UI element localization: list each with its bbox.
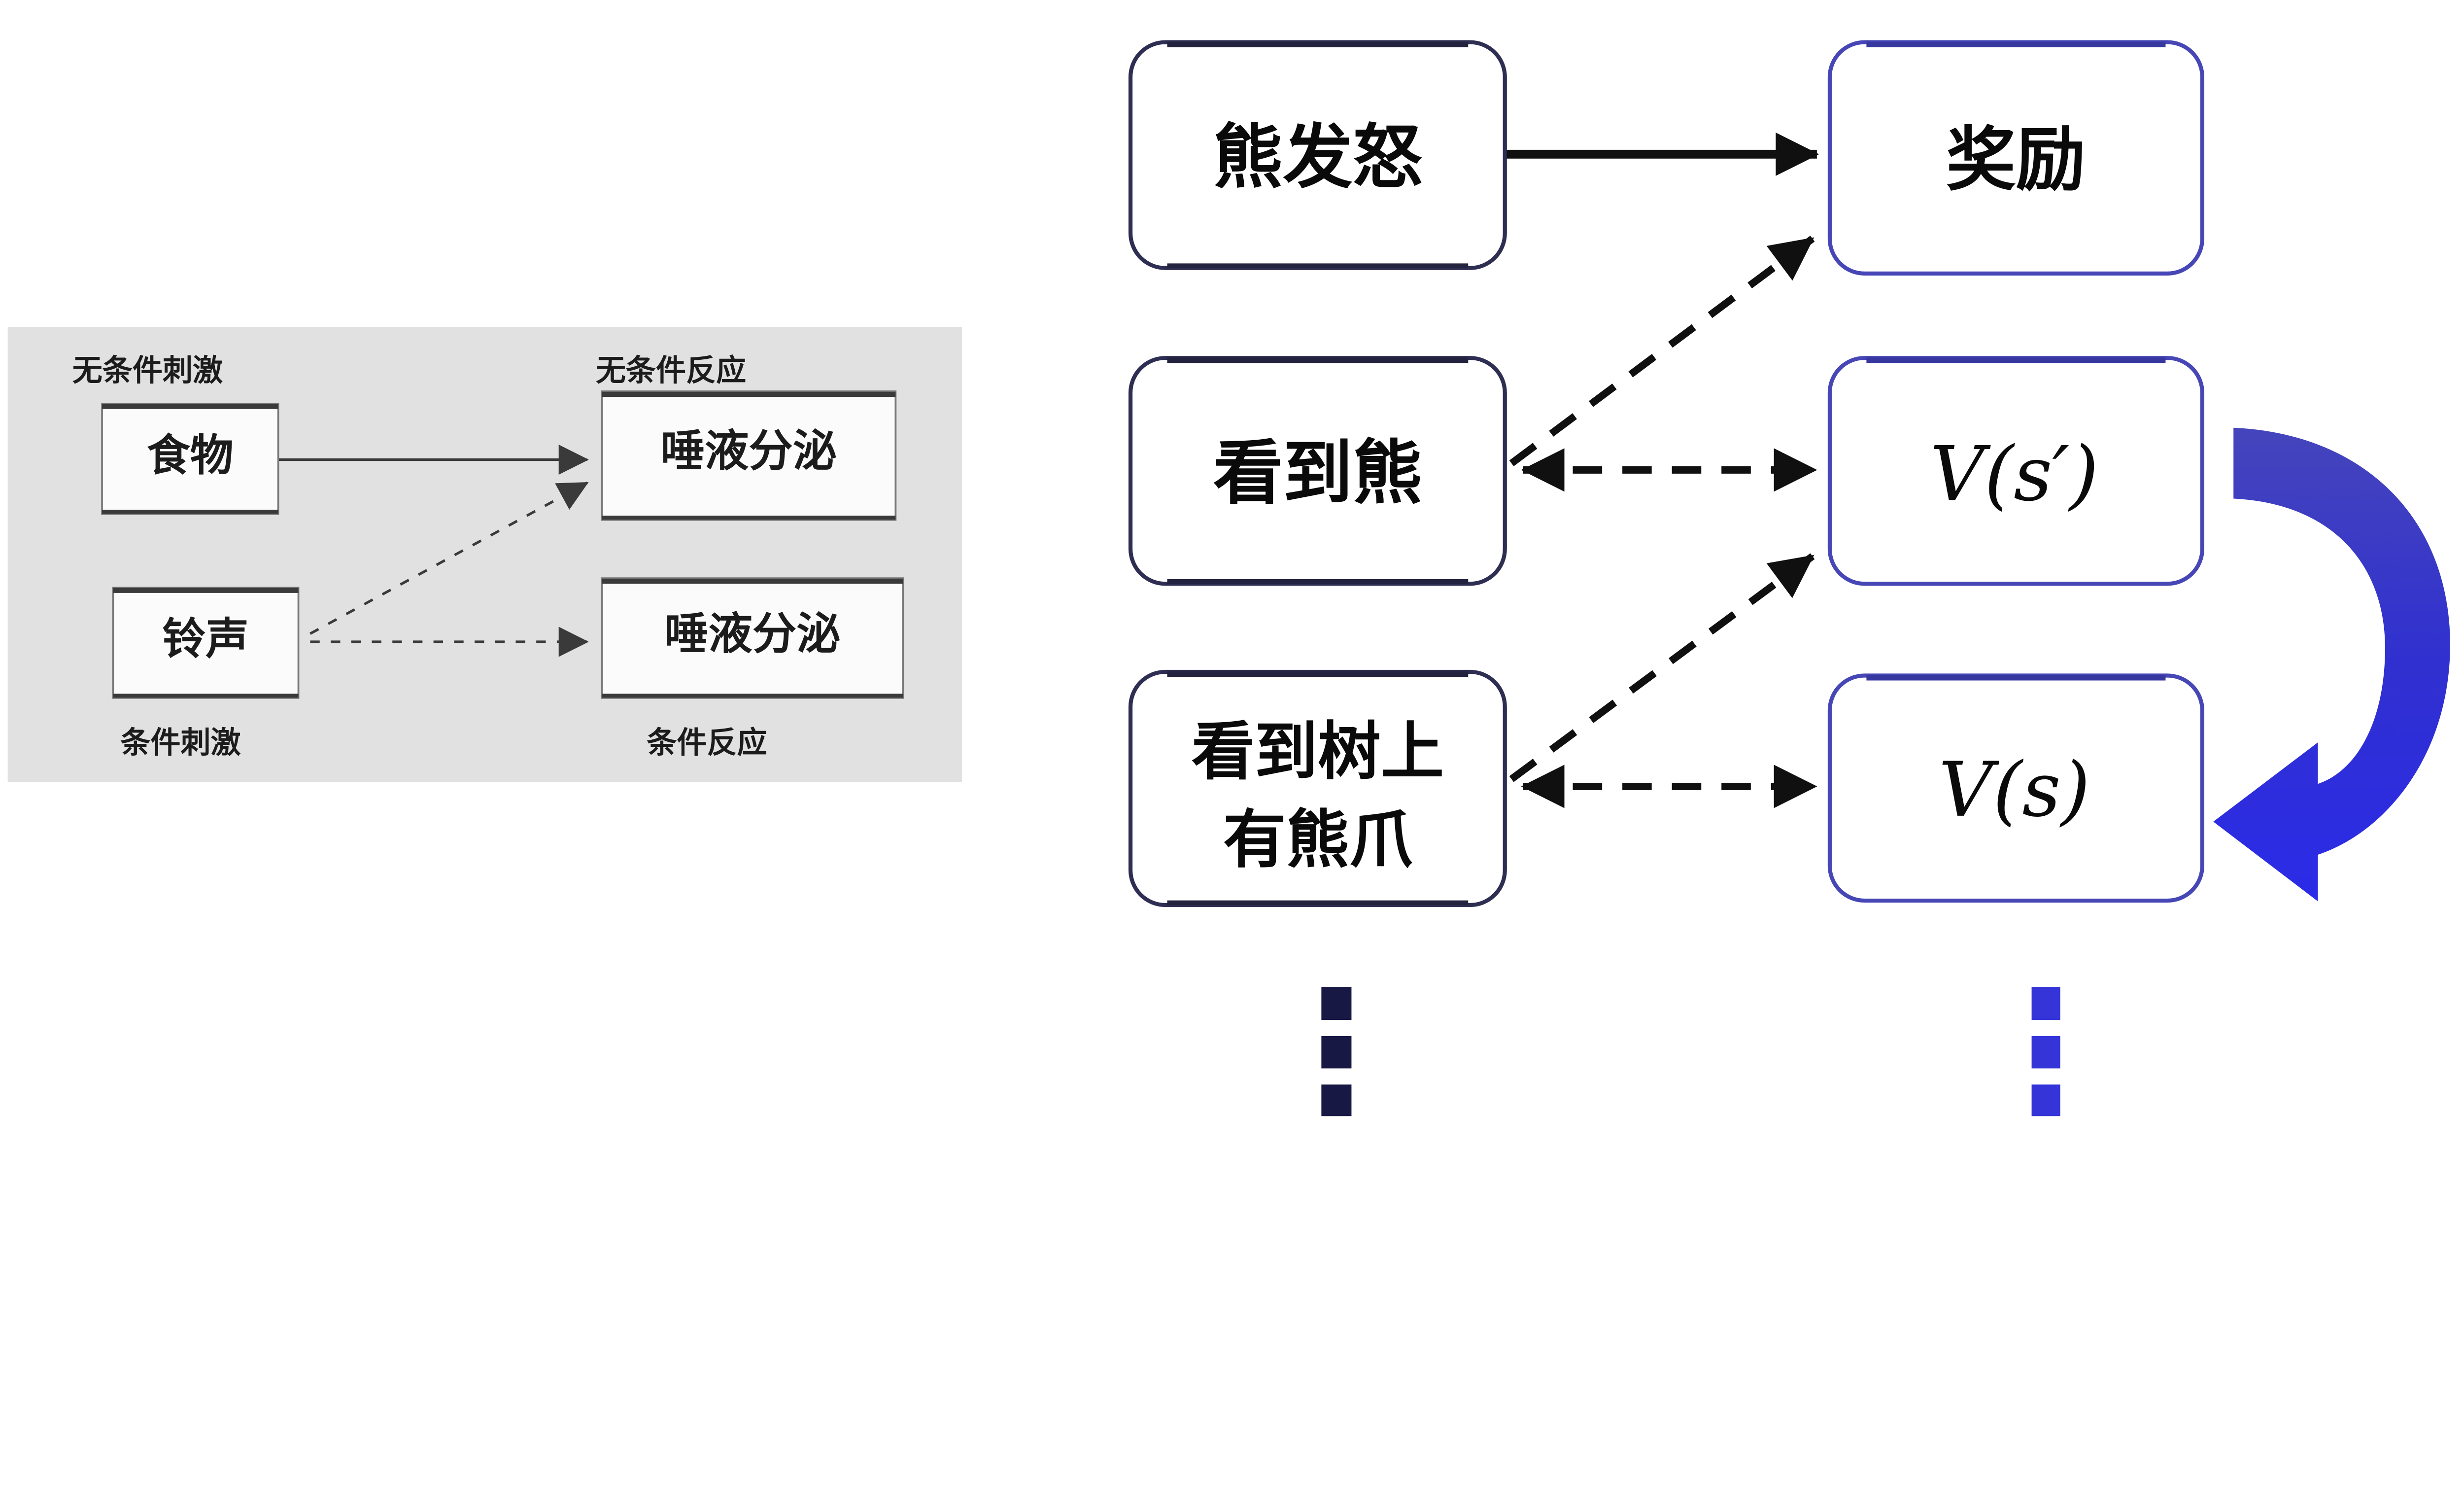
left-ellipsis-dots (1321, 987, 1352, 1116)
label-conditioned-stimulus: 条件刺激 (120, 726, 240, 759)
value-s-prime-box: V(s′) (1827, 356, 2205, 586)
value-s-prime-label: V(s′) (1930, 430, 2098, 518)
see-bear-box: 看到熊 (1128, 356, 1507, 586)
bell-box-label: 铃声 (162, 614, 249, 663)
bell-box: 铃声 (112, 587, 300, 699)
dot (2031, 1036, 2060, 1069)
food-box: 食物 (101, 403, 279, 515)
saliva-bottom-box-label: 唾液分泌 (664, 609, 840, 659)
saliva-top-box-rect (601, 390, 897, 521)
see-claw-label-line1: 看到树上 (1192, 717, 1444, 787)
label-unconditioned-response: 无条件反应 (596, 353, 746, 387)
saliva-bottom-box: 唾液分泌 (601, 577, 904, 699)
label-conditioned-response: 条件反应 (647, 726, 767, 759)
bear-angry-label: 熊发怒 (1213, 118, 1423, 196)
dot (1321, 987, 1352, 1020)
seebear-to-reward-diagonal-dashed-arrow (1509, 236, 1815, 466)
reward-label: 奖励 (1946, 121, 2086, 199)
value-s-label: V(s) (1939, 746, 2090, 834)
dot (2031, 1084, 2060, 1116)
value-s-box: V(s) (1827, 673, 2205, 903)
food-box-rect (101, 403, 279, 515)
td-diagram-group: 熊发怒 奖励 看到熊 V(s′) 看到树上 有熊爪 (1128, 40, 2450, 1116)
reward-box: 奖励 (1827, 40, 2205, 276)
bear-angry-box: 熊发怒 (1128, 40, 1507, 270)
label-unconditioned-stimulus: 无条件刺激 (72, 353, 223, 387)
dot (1321, 1036, 1352, 1069)
td-update-swoosh-arrow (2213, 427, 2450, 902)
saliva-top-box-label: 唾液分泌 (661, 426, 837, 476)
see-bear-label: 看到熊 (1213, 434, 1423, 512)
pavlov-panel-group: 无条件刺激 无条件反应 食物 唾液分泌 铃声 唾液分泌 (7, 326, 962, 782)
dot (1321, 1084, 1352, 1116)
saliva-top-box: 唾液分泌 (601, 390, 897, 521)
saliva-bottom-box-rect (601, 577, 904, 699)
bell-box-rect (112, 587, 300, 699)
food-box-label: 食物 (147, 431, 234, 480)
diagram-canvas: 无条件刺激 无条件反应 食物 唾液分泌 铃声 唾液分泌 (7, 40, 2450, 1116)
right-ellipsis-dots (2031, 987, 2060, 1116)
dot (2031, 987, 2060, 1020)
see-claw-label-line2: 有熊爪 (1223, 805, 1413, 875)
seeclaw-to-vsprime-diagonal-dashed-arrow (1509, 553, 1815, 782)
see-claw-box: 看到树上 有熊爪 (1128, 669, 1507, 907)
